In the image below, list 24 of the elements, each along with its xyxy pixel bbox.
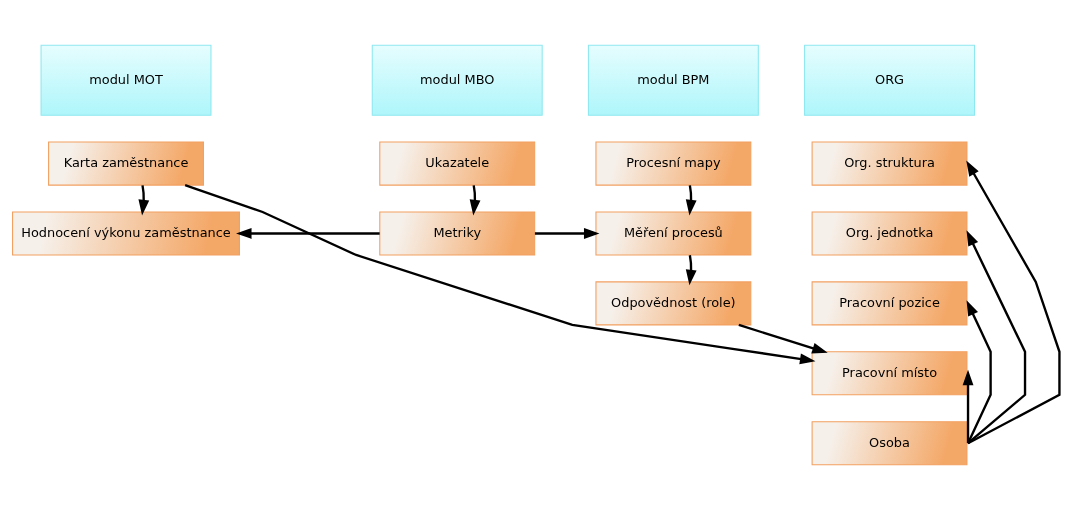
arrow [738, 323, 828, 353]
node-box: Metriky [379, 210, 536, 256]
node-box: Karta zaměstnance [48, 141, 204, 186]
node-box: modul MOT [40, 44, 212, 116]
arrow [236, 227, 380, 239]
arrow [534, 227, 600, 239]
node-box: ORG [804, 44, 975, 116]
arrow [966, 299, 992, 444]
arrow [966, 229, 1027, 444]
arrow [962, 369, 974, 443]
arrow [138, 184, 150, 215]
node-box: Osoba [811, 420, 968, 465]
node-box: Odpovědnost (role) [595, 280, 752, 325]
node-box: Org. jednotka [811, 210, 968, 256]
node-box: Procesní mapy [595, 141, 752, 186]
node-box: Ukazatele [379, 141, 536, 186]
arrow [966, 159, 1061, 444]
node-box: Měření procesů [595, 210, 752, 256]
node-box: Pracovní místo [811, 350, 968, 395]
node-box: Org. struktura [811, 141, 968, 186]
node-box: modul MBO [371, 44, 543, 116]
node-box: Hodnocení výkonu zaměstnance [12, 210, 240, 256]
node-box: Pracovní pozice [811, 280, 968, 325]
node-box: modul BPM [587, 44, 759, 116]
